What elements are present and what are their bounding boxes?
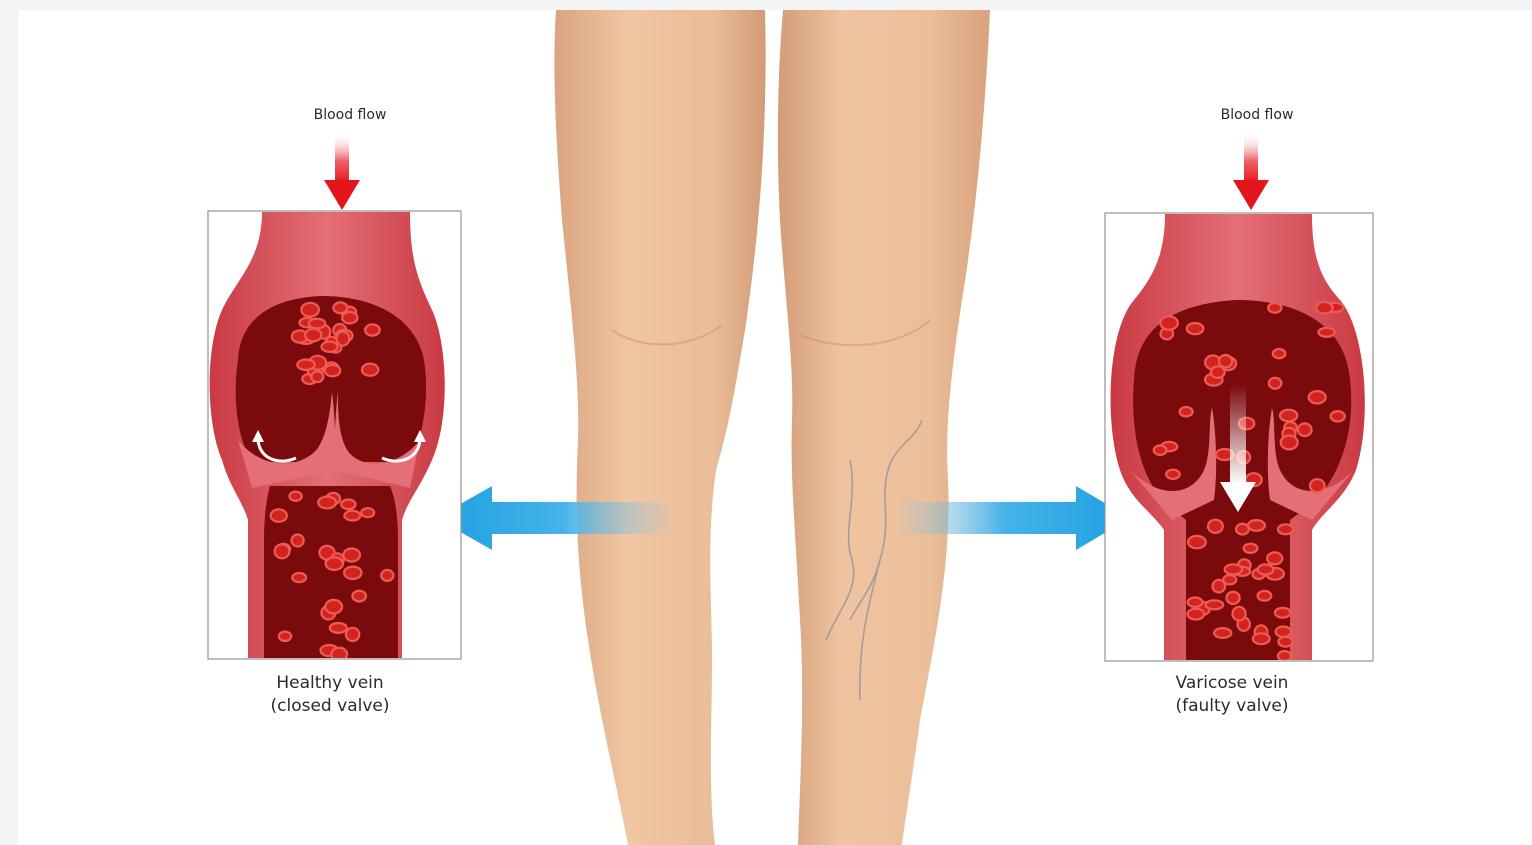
red-blood-cell <box>1206 600 1224 609</box>
blood-flow-label-left: Blood flow <box>290 107 410 123</box>
red-blood-cell <box>1267 552 1282 564</box>
red-blood-cell <box>1281 436 1298 450</box>
healthy-vein-title: Healthy vein <box>240 672 420 695</box>
red-blood-cell <box>1219 355 1232 367</box>
red-blood-cell <box>309 319 325 329</box>
red-blood-cell <box>1233 607 1246 621</box>
red-blood-cell <box>1309 391 1326 403</box>
red-blood-cell <box>1258 564 1274 574</box>
red-blood-cell <box>1280 410 1297 422</box>
red-blood-cell <box>325 365 341 376</box>
red-blood-cell <box>1180 407 1193 416</box>
red-blood-cell <box>1319 328 1335 337</box>
red-blood-cell <box>1331 411 1345 421</box>
red-blood-cell <box>326 557 343 570</box>
varicose-vein-subtitle: (faulty valve) <box>1142 695 1322 718</box>
red-blood-cell <box>1276 627 1291 637</box>
red-blood-cell <box>333 302 347 313</box>
red-blood-cell <box>318 497 336 509</box>
red-blood-cell <box>1223 575 1236 584</box>
left-leg <box>554 10 765 845</box>
red-blood-cell <box>352 591 366 602</box>
red-blood-cell <box>1188 609 1205 620</box>
red-blood-cell <box>1188 536 1206 548</box>
red-blood-cell <box>1154 446 1167 455</box>
red-blood-cell <box>322 342 338 352</box>
red-blood-cell <box>1310 479 1325 492</box>
blood-flow-arrow-left <box>324 132 360 210</box>
red-blood-cell <box>362 364 378 376</box>
red-blood-cell <box>275 544 290 558</box>
legs-illustration <box>554 10 990 845</box>
red-blood-cell <box>1160 316 1177 329</box>
red-blood-cell <box>271 509 287 521</box>
red-blood-cell <box>1248 520 1265 531</box>
red-blood-cell <box>1187 323 1204 334</box>
red-blood-cell <box>289 492 301 501</box>
red-blood-cell <box>1225 564 1243 574</box>
red-blood-cell <box>1278 524 1293 534</box>
red-blood-cell <box>342 312 357 323</box>
red-blood-cell <box>1188 598 1203 607</box>
red-blood-cell <box>1258 591 1272 601</box>
healthy-vein-subtitle: (closed valve) <box>240 695 420 718</box>
red-blood-cell <box>337 332 350 346</box>
red-blood-cell <box>1278 651 1291 661</box>
healthy-vein-panel <box>208 211 461 661</box>
red-blood-cell <box>305 329 321 342</box>
red-blood-cell <box>1214 628 1231 638</box>
red-blood-cell <box>381 570 393 581</box>
red-blood-cell <box>297 360 314 370</box>
red-blood-cell <box>1275 608 1291 618</box>
red-blood-cell <box>1208 520 1223 533</box>
red-blood-cell <box>341 500 355 510</box>
red-blood-cell <box>292 535 304 547</box>
right-leg <box>778 10 990 845</box>
varicose-vein-title: Varicose vein <box>1142 672 1322 695</box>
red-blood-cell <box>292 573 306 582</box>
red-blood-cell <box>1211 366 1225 378</box>
red-blood-cell <box>1244 544 1258 553</box>
red-blood-cell <box>343 549 360 562</box>
red-blood-cell <box>344 511 360 521</box>
blood-flow-label-right: Blood flow <box>1197 107 1317 123</box>
red-blood-cell <box>365 324 380 335</box>
red-blood-cell <box>1227 592 1240 604</box>
red-blood-cell <box>1316 302 1332 314</box>
varicose-vein-caption: Varicose vein (faulty valve) <box>1142 672 1322 718</box>
red-blood-cell <box>1278 637 1292 647</box>
red-blood-cell <box>1253 633 1270 644</box>
red-blood-cell <box>346 628 359 641</box>
blood-flow-arrow-right <box>1233 132 1269 210</box>
red-blood-cell <box>330 623 347 633</box>
red-blood-cell <box>344 567 361 579</box>
red-blood-cell <box>1298 423 1312 436</box>
red-blood-cell <box>361 508 374 517</box>
red-blood-cell <box>325 600 342 614</box>
red-blood-cell <box>1273 349 1286 358</box>
red-blood-cell <box>1269 378 1282 389</box>
red-blood-cell <box>311 371 323 382</box>
red-blood-cell <box>279 632 291 641</box>
varicose-vein-panel <box>1105 213 1373 661</box>
red-blood-cell <box>1166 470 1180 479</box>
healthy-vein-caption: Healthy vein (closed valve) <box>240 672 420 718</box>
red-blood-cell <box>301 303 319 317</box>
red-blood-cell <box>1268 303 1281 312</box>
